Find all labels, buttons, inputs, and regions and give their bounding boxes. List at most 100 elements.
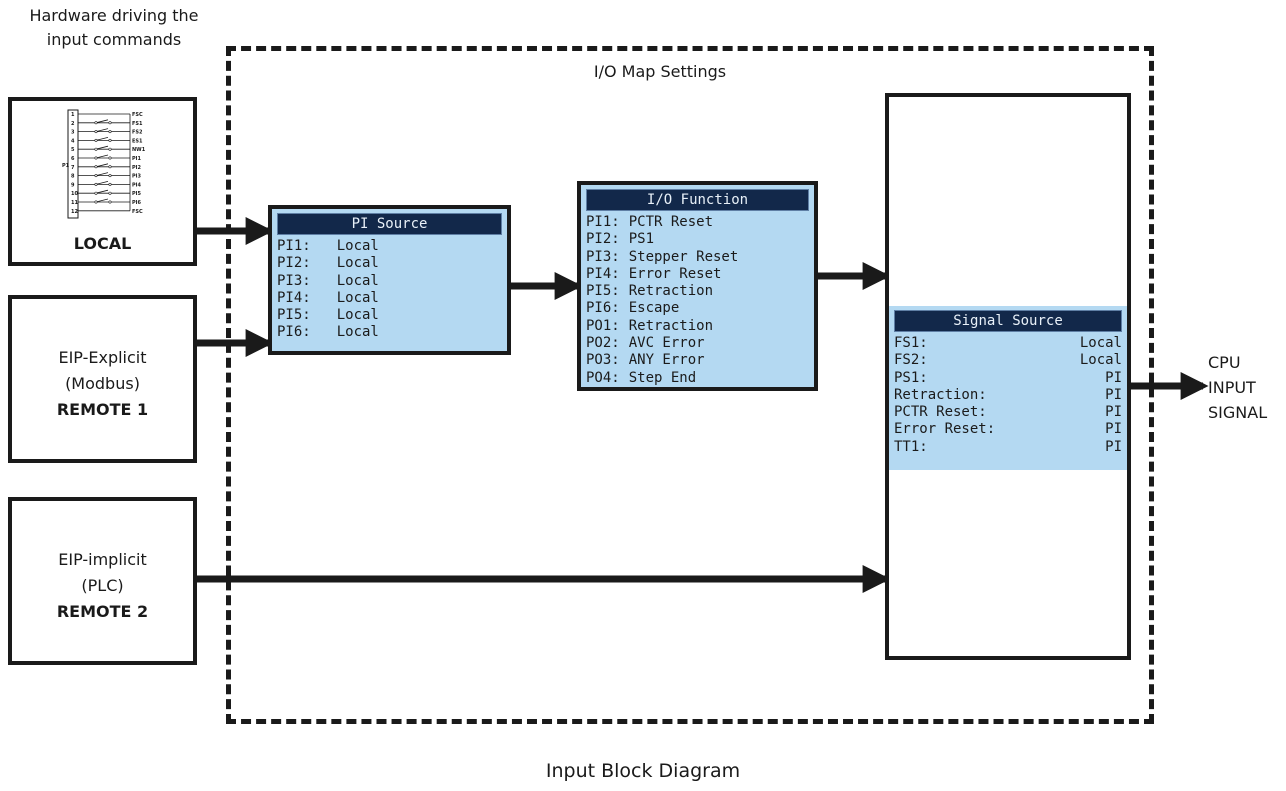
io-function-row-value: PS1 — [628, 231, 655, 248]
signal-source-row-key: Error Reset: — [894, 421, 996, 438]
io-function-row-value: Retraction — [628, 317, 714, 334]
remote1-line-2: (Modbus) — [65, 374, 140, 393]
io-function-row: PO4:Step End — [581, 370, 814, 387]
signal-source-row: Retraction:PI — [889, 387, 1127, 404]
terminal-pin-number: 10 — [71, 191, 78, 197]
contact-node — [108, 147, 112, 151]
io-function-row: PO2:AVC Error — [581, 335, 814, 352]
contact-node — [108, 121, 112, 125]
io-function-row-key: PI4: — [586, 265, 620, 282]
contact-node — [94, 174, 98, 178]
signal-source-row: PS1:PI — [889, 370, 1127, 387]
signal-source-row: FS1: Local — [889, 335, 1127, 352]
pi-source-row: PI4: Local — [272, 290, 507, 307]
pi-source-row-key: PI4: — [277, 289, 311, 306]
switch-contact — [95, 198, 109, 203]
contact-node — [108, 138, 112, 142]
io-function-row-value: Stepper Reset — [628, 248, 739, 265]
io-function-row-key: PI3: — [586, 248, 620, 265]
pi-source-row-value: Local — [336, 289, 379, 306]
contact-node — [94, 147, 98, 151]
terminal-pin-number: 3 — [71, 130, 75, 136]
pi-source-row: PI1: Local — [272, 238, 507, 255]
io-function-row-key: PO3: — [586, 352, 620, 369]
switch-contact — [95, 172, 109, 176]
pi-source-row: PI2: Local — [272, 255, 507, 272]
io-function-row: PI1:PCTR Reset — [581, 214, 814, 231]
switch-contact — [95, 163, 109, 168]
io-function-title: I/O Function — [586, 189, 809, 211]
signal-source-row-value: Local — [1079, 335, 1122, 351]
terminal-signal-label: FS1 — [132, 121, 143, 127]
cpu-output-line-1: CPU — [1208, 353, 1241, 372]
contact-node — [94, 138, 98, 142]
signal-source-row-key: PCTR Reset: — [894, 404, 987, 421]
signal-source-row: FS2:Local — [889, 352, 1127, 369]
terminal-pin-number: 7 — [71, 165, 75, 171]
io-function-row: PO1: Retraction — [581, 318, 814, 335]
cpu-output-line-3: SIGNAL — [1208, 403, 1268, 422]
io-function-row-key: PO1: — [586, 317, 620, 334]
terminal-pin-number: 6 — [71, 156, 75, 162]
terminal-signal-label: PI6 — [132, 200, 142, 206]
io-function-row: PI4:Error Reset — [581, 266, 814, 283]
terminal-pin-number: 2 — [71, 121, 75, 127]
contact-node — [94, 165, 98, 169]
io-function-row: PI6: Escape — [581, 300, 814, 317]
io-function-row-value: PCTR Reset — [628, 214, 714, 230]
terminal-pin-number: 4 — [71, 138, 75, 144]
io-function-row-value: ANY Error — [628, 352, 705, 369]
remote1-box: EIP-Explicit (Modbus) REMOTE 1 — [8, 295, 197, 463]
signal-source-row: Error Reset:PI — [889, 421, 1127, 438]
io-function-row: PI3: Stepper Reset — [581, 249, 814, 266]
signal-source-row-key: Retraction: — [894, 386, 987, 403]
pi-source-row-value: Local — [336, 255, 379, 272]
remote1-line-1: EIP-Explicit — [58, 348, 147, 367]
io-map-frame — [226, 46, 1154, 724]
contact-node — [94, 200, 98, 204]
switch-contact — [95, 128, 109, 132]
switch-contact — [95, 189, 109, 194]
terminal-signal-label: FS2 — [132, 130, 143, 136]
io-function-row-key: PI6: — [586, 300, 620, 317]
cpu-output-label: CPU INPUT SIGNAL — [1208, 350, 1284, 425]
remote1-label: REMOTE 1 — [56, 400, 149, 419]
pi-source-row-key: PI2: — [277, 255, 311, 272]
pi-source-row-key: PI5: — [277, 307, 311, 324]
remote2-line-2: (PLC) — [81, 576, 124, 595]
terminal-signal-label: PI4 — [132, 182, 142, 188]
remote2-box: EIP-implicit (PLC) REMOTE 2 — [8, 497, 197, 665]
pi-source-row-value: Local — [336, 324, 379, 341]
remote2-label: REMOTE 2 — [56, 602, 149, 621]
io-function-row-key: PI2: — [586, 231, 620, 248]
terminal-pin-number: 5 — [71, 147, 75, 153]
signal-source-row-value: PI — [1105, 404, 1122, 421]
signal-source-row: TT1:PI — [889, 439, 1127, 456]
contact-node — [108, 174, 112, 178]
pi-source-row-value: Local — [336, 238, 379, 254]
terminal-pin-number: 9 — [71, 182, 75, 188]
cpu-output-line-2: INPUT — [1208, 378, 1256, 397]
hardware-label-line-2: input commands — [46, 30, 182, 49]
pi-source-row-value: Local — [336, 307, 379, 324]
pi-source-row-key: PI1: — [277, 238, 311, 254]
pi-source-row-key: PI6: — [277, 324, 311, 341]
switch-contact — [95, 119, 109, 124]
signal-source-row: PCTR Reset: PI — [889, 404, 1127, 421]
io-function-row-value: Escape — [628, 300, 680, 317]
io-function-row-key: PI5: — [586, 283, 620, 300]
signal-source-row-key: FS1: — [894, 335, 928, 351]
signal-source-row-value: PI — [1105, 369, 1122, 386]
diagram-title: Input Block Diagram — [545, 760, 741, 782]
contact-node — [108, 156, 112, 160]
contact-node — [94, 156, 98, 160]
contact-node — [94, 182, 98, 186]
pi-source-row: PI5: Local — [272, 307, 507, 324]
contact-node — [108, 165, 112, 169]
io-function-row: PI5:Retraction — [581, 283, 814, 300]
